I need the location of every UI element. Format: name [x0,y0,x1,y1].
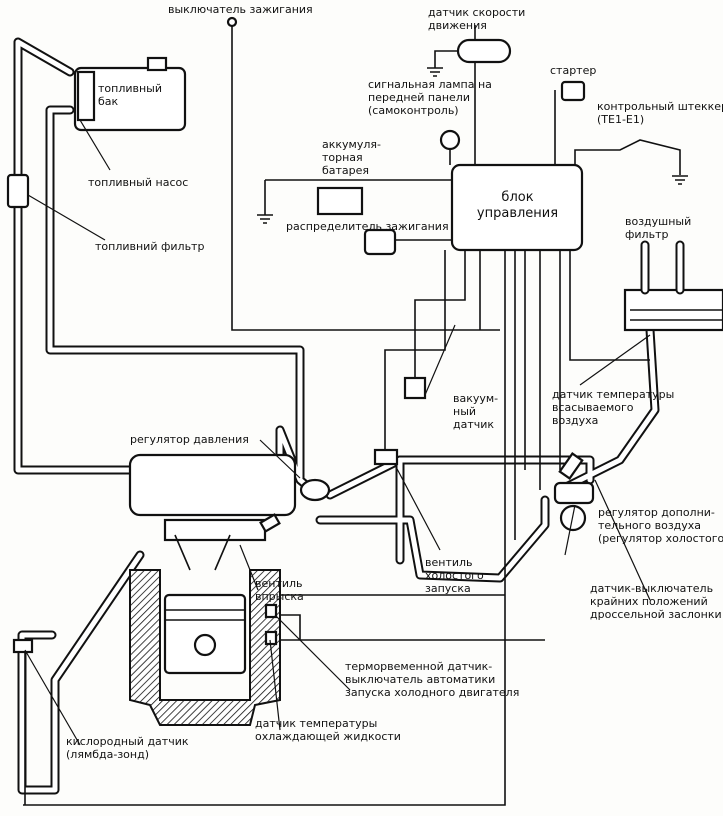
label-test-connector: контрольный штеккер (TE1-E1) [597,100,723,126]
label-thermo-time-switch: терморвеменной датчик- выключатель автом… [345,660,520,699]
label-aux-air-regulator: регулятор дополни- тельного воздуха (рег… [598,506,723,545]
label-fuel-pump: топливный насос [88,176,189,189]
label-air-filter: воздушный фильтр [625,215,692,241]
distributor [363,228,397,256]
fuel-filter [6,173,30,209]
label-vacuum-sensor: вакуум- ный датчик [453,392,499,431]
fuel-tank [73,66,187,132]
label-injector: вентиль впрыска [255,577,304,603]
aux-air-regulator [553,481,595,505]
warning-lamp [439,129,461,151]
label-oxygen-sensor: кислородный датчик (лямбда-зонд) [66,735,189,761]
vacuum-sensor [403,376,427,400]
label-speed-sensor: датчик скорости движения [428,6,526,32]
battery [316,186,364,216]
label-fuel-filter: топливний фильтр [95,240,205,253]
label-intake-air-temp-sensor: датчик температуры всасываемого воздуха [552,388,675,427]
cold-start-valve [373,448,399,466]
test-connector-ground [672,175,688,185]
throttle-position-switch [558,452,584,480]
label-ecu: блок управления [476,190,559,221]
pressure-regulator [299,478,331,502]
label-distributor: распределитель зажигания [286,220,449,233]
starter [560,80,586,102]
label-starter: стартер [550,64,597,77]
label-throttle-position-switch: датчик-выключатель крайних положений дро… [590,582,722,621]
fuel-pump [76,70,96,122]
wires [23,20,681,806]
leader-lines [24,119,651,746]
injector [259,513,281,533]
ignition-switch [226,16,238,28]
piston-pin [193,633,217,657]
ecu [450,163,584,252]
fuel-tank-cap [146,56,168,72]
label-fuel-tank: топливный бак [98,82,163,108]
speed-sensor [456,38,512,64]
coolant-temp-sensor [264,630,278,646]
label-coolant-temp-sensor: датчик температуры охлаждающей жидкости [255,717,401,743]
label-battery: аккумуля- торная батарея [322,138,381,177]
engine-block [129,569,281,726]
label-cold-start-valve: вентиль холостого запуска [425,556,484,595]
label-pressure-regulator: регулятор давления [130,433,249,446]
oxygen-sensor [12,638,34,654]
pipes [13,37,660,795]
label-ignition-switch: выключатель зажигания [168,3,313,16]
label-warning-lamp: сигнальная лампа на передней панели (сам… [368,78,492,117]
thermo-time-switch [264,603,278,619]
intake-plenum [128,453,297,517]
